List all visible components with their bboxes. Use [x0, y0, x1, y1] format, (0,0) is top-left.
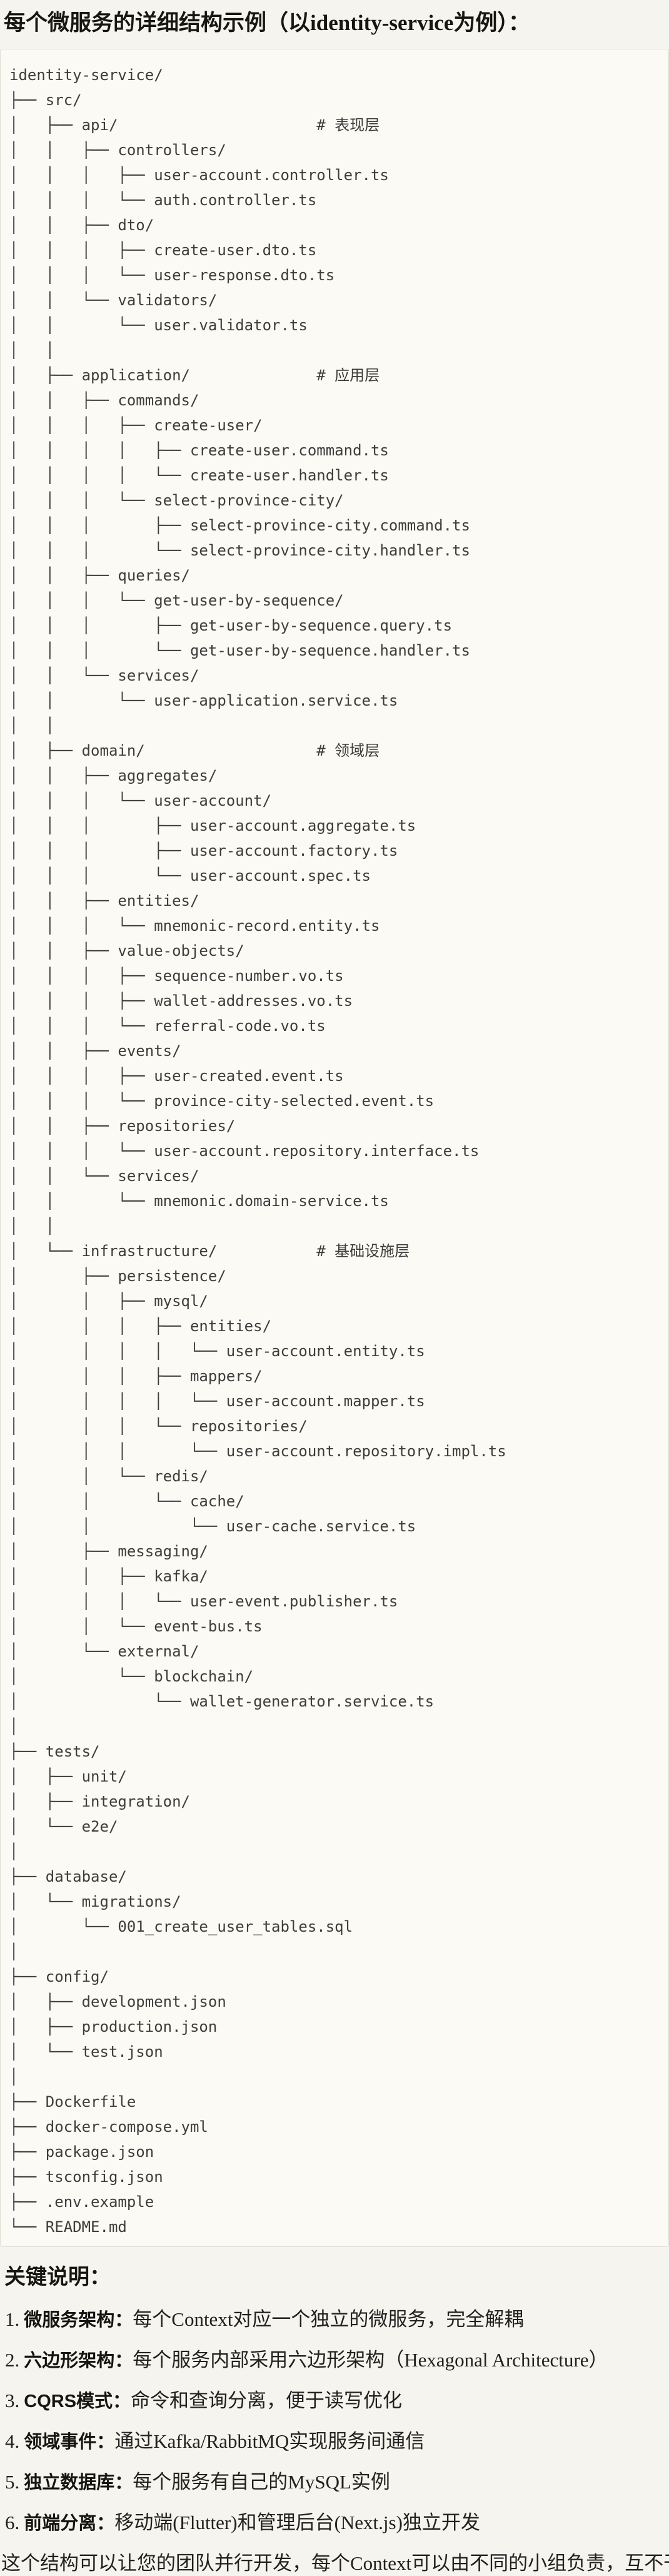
note-number: 2. [5, 2349, 20, 2371]
note-description: 每个服务有自己的MySQL实例 [133, 2471, 390, 2493]
note-description: 命令和查询分离，便于读写优化 [131, 2390, 403, 2411]
closing-paragraph: 这个结构可以让您的团队并行开发，每个Context可以由不同的小组负责，互不干扰… [1, 2552, 669, 2574]
directory-tree-code-block: identity-service/ ├── src/ │ ├── api/ # … [0, 49, 669, 2247]
note-term: 领域事件： [24, 2432, 115, 2452]
note-number: 1. [5, 2308, 20, 2330]
note-term: 六边形架构： [24, 2351, 133, 2371]
key-note-item-domain-events: 4.领域事件：通过Kafka/RabbitMQ实现服务间通信 [5, 2429, 669, 2454]
note-number: 4. [5, 2430, 20, 2452]
note-number: 3. [5, 2390, 20, 2411]
key-notes-heading: 关键说明： [4, 2265, 111, 2289]
note-description: 每个Context对应一个独立的微服务，完全解耦 [133, 2308, 524, 2330]
key-note-item-frontend-separation: 6.前端分离：移动端(Flutter)和管理后台(Next.js)独立开发 [5, 2510, 669, 2535]
note-term: 独立数据库： [24, 2473, 133, 2493]
note-number: 5. [5, 2471, 20, 2493]
note-term: 微服务架构： [24, 2310, 133, 2330]
key-note-item-cqrs: 3.CQRS模式：命令和查询分离，便于读写优化 [5, 2388, 669, 2413]
key-note-item-independent-db: 5.独立数据库：每个服务有自己的MySQL实例 [5, 2470, 669, 2495]
note-term: 前端分离： [24, 2513, 115, 2533]
page-title: 每个微服务的详细结构示例（以identity-service为例）： [4, 11, 530, 35]
note-description: 通过Kafka/RabbitMQ实现服务间通信 [114, 2430, 425, 2452]
key-notes-list: 1.微服务架构：每个Context对应一个独立的微服务，完全解耦 2.六边形架构… [0, 2307, 669, 2535]
note-number: 6. [5, 2512, 20, 2533]
note-term: CQRS模式： [24, 2391, 131, 2411]
key-note-item-microservice: 1.微服务架构：每个Context对应一个独立的微服务，完全解耦 [5, 2307, 669, 2332]
note-description: 移动端(Flutter)和管理后台(Next.js)独立开发 [114, 2512, 480, 2533]
note-description: 每个服务内部采用六边形架构（Hexagonal Architecture） [133, 2349, 608, 2371]
key-note-item-hexagonal: 2.六边形架构：每个服务内部采用六边形架构（Hexagonal Architec… [5, 2348, 669, 2373]
